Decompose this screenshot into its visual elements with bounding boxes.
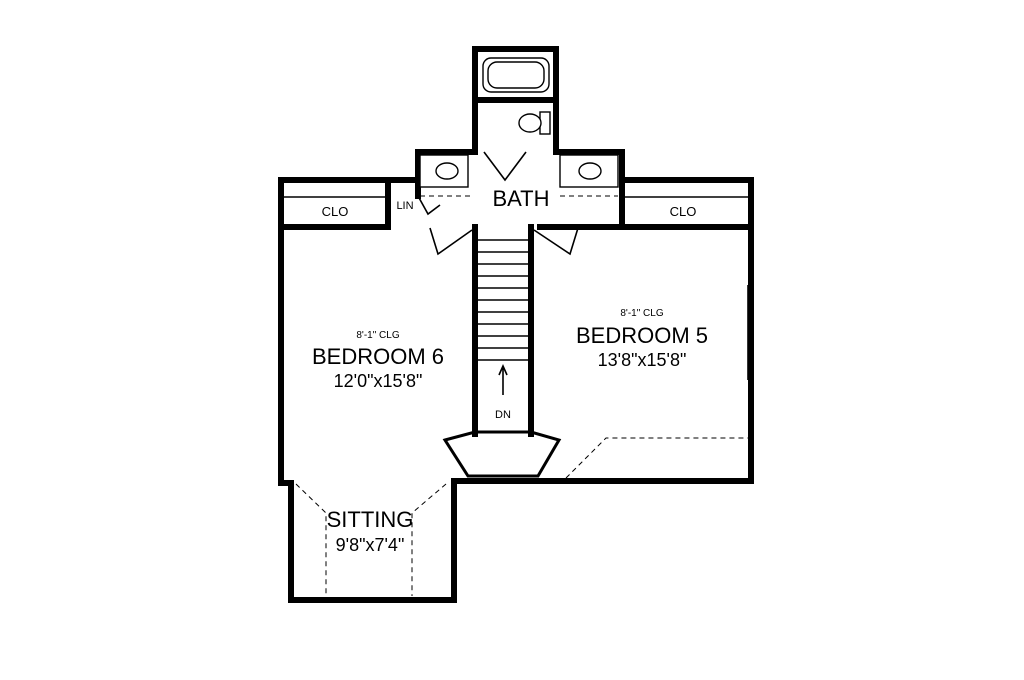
linen-door (417, 195, 441, 216)
bedroom5-bay-outline (565, 437, 748, 479)
bedroom6-size: 12'0"x15'8" (334, 371, 423, 391)
bedroom5-door (533, 227, 579, 256)
bedroom6-door (429, 227, 473, 256)
labels: BATH CLO CLO LIN 8'-1" CLG BEDROOM 6 12'… (312, 186, 708, 555)
closets (284, 196, 748, 230)
sitting-size: 9'8"x7'4" (336, 535, 405, 555)
bath-fixtures (419, 57, 619, 197)
doors (348, 195, 749, 599)
bedroom5-ceiling: 8'-1" CLG (620, 308, 663, 319)
sink-right (578, 162, 602, 180)
toilet-bowl (518, 113, 542, 133)
dashed-outlines (295, 437, 748, 596)
stairs (442, 239, 562, 478)
stair-down-label: DN (495, 409, 511, 421)
bedroom5-size: 13'8"x15'8" (598, 350, 687, 370)
bath-door-swing (483, 151, 527, 182)
sitting-bay-outline (295, 483, 447, 596)
stair-direction-arrow (498, 364, 508, 395)
sitting-label: SITTING (327, 507, 414, 532)
bedroom6-ceiling: 8'-1" CLG (356, 330, 399, 341)
bedroom5-label: BEDROOM 5 (576, 323, 708, 348)
linen-label: LIN (396, 200, 413, 212)
bath-label: BATH (492, 186, 549, 211)
tub-interior (487, 61, 545, 89)
stair-landing (442, 430, 562, 478)
walls (278, 46, 754, 603)
sink-left (435, 162, 459, 180)
bedroom6-label: BEDROOM 6 (312, 344, 444, 369)
closet-right-label: CLO (670, 204, 697, 219)
closet-left-label: CLO (322, 204, 349, 219)
